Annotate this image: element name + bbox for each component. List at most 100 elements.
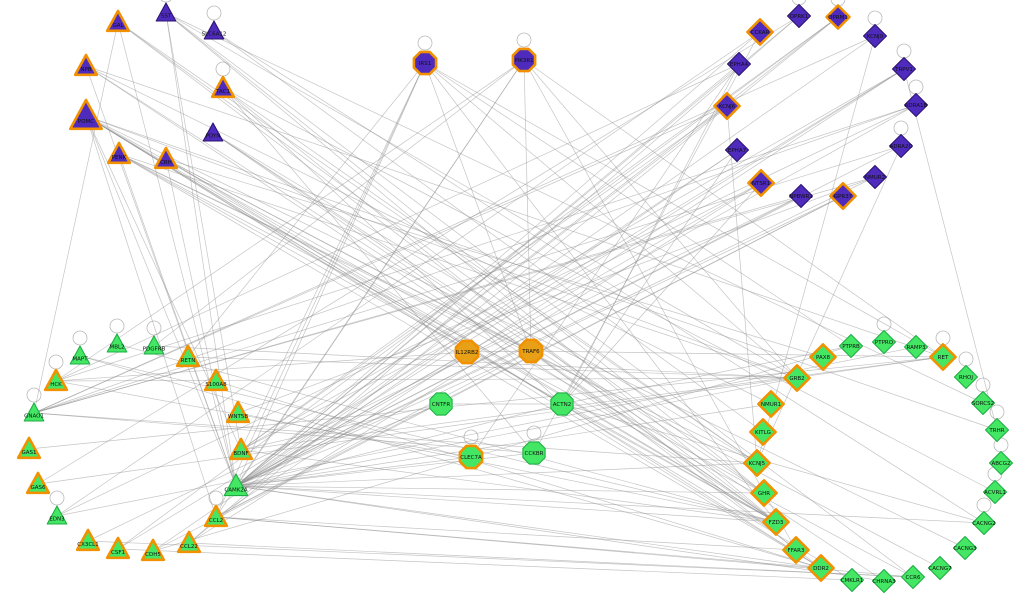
- edge-CSF1-CMKLR1[interactable]: [117, 548, 853, 581]
- self-loop-RET[interactable]: [935, 330, 951, 346]
- edge-TRAF6-FZD3[interactable]: [530, 350, 777, 523]
- edge-CCL2-CCR6[interactable]: [215, 516, 914, 578]
- edge-PDYN-GHR[interactable]: [212, 132, 765, 494]
- node-FFAR3[interactable]: [782, 536, 810, 564]
- node-TRPV1[interactable]: [891, 56, 917, 82]
- node-CAMK2A[interactable]: [223, 473, 249, 497]
- edge-RETN-GRB2[interactable]: [187, 356, 798, 379]
- edge-PIK3R1-FFAR3[interactable]: [523, 59, 797, 551]
- edge-ADRA1B-CAMK2A[interactable]: [235, 104, 917, 487]
- node-GRB2[interactable]: [783, 364, 811, 392]
- node-IL12RB2[interactable]: [454, 339, 480, 365]
- edge-NTSR1-CCL22[interactable]: [188, 182, 762, 544]
- edge-MAPT-DDR2[interactable]: [79, 355, 822, 569]
- node-S100A8[interactable]: [203, 368, 229, 392]
- edge-CRH-CACNG7[interactable]: [165, 158, 941, 569]
- edge-EPHA4-HCK[interactable]: [55, 63, 740, 382]
- node-NPB[interactable]: [73, 53, 99, 77]
- edge-IL12RB2-CAMK2A[interactable]: [235, 351, 468, 487]
- node-HCK[interactable]: [43, 368, 69, 392]
- node-PAX8[interactable]: [809, 343, 837, 371]
- edge-SST-CAMK2A[interactable]: [165, 12, 237, 487]
- node-ADRA1B[interactable]: [903, 92, 929, 118]
- edge-KCNJ6-GNAO1[interactable]: [33, 105, 728, 414]
- edge-PENK-CCR6[interactable]: [118, 153, 914, 578]
- self-loop-PIK3R1[interactable]: [516, 32, 532, 48]
- edge-KCNJ6-CAMK2A[interactable]: [235, 105, 728, 487]
- edge-TRPV1-TRHR[interactable]: [903, 68, 998, 431]
- edge-NPBWR1-GNAO1[interactable]: [33, 195, 802, 414]
- edge-EDN3-RAMP3[interactable]: [56, 346, 917, 517]
- node-CSF1[interactable]: [105, 536, 131, 560]
- edge-GNAO1-KCNJ5[interactable]: [33, 412, 758, 464]
- self-loop-CLEC7A[interactable]: [463, 429, 479, 445]
- edge-POMC-DDR2[interactable]: [85, 115, 822, 569]
- self-loop-SORCS2[interactable]: [975, 377, 991, 393]
- edge-IRS1-FZD3[interactable]: [424, 62, 777, 523]
- node-PDGFRB[interactable]: [143, 335, 165, 355]
- edge-OPRK1-CCL22[interactable]: [188, 15, 800, 544]
- node-GHR[interactable]: [750, 479, 778, 507]
- edge-POMC-CCL2[interactable]: [85, 115, 217, 518]
- edge-EPHA4-CAMK2A[interactable]: [235, 63, 740, 487]
- node-WNT5B[interactable]: [225, 400, 251, 424]
- edge-OPRM1-CAMK2A[interactable]: [235, 16, 839, 487]
- self-loop-EDN3[interactable]: [49, 490, 65, 506]
- node-CCL2[interactable]: [203, 504, 229, 528]
- edge-ACTN2-CACNG2[interactable]: [561, 403, 985, 524]
- self-loop-SLC6A12[interactable]: [206, 5, 222, 21]
- node-KITLG[interactable]: [749, 418, 777, 446]
- edge-PDYN-FZD3[interactable]: [212, 132, 777, 523]
- edge-IRS1-TRAF6[interactable]: [424, 62, 532, 352]
- edge-CCKBR-GNAO1[interactable]: [33, 412, 535, 454]
- edge-NPBWR1-CAMK2A[interactable]: [235, 195, 802, 487]
- edge-CLEC7A-HCK[interactable]: [55, 380, 472, 458]
- node-EPHA7[interactable]: [724, 137, 750, 163]
- node-BDNF[interactable]: [228, 437, 254, 461]
- edge-CAMK2A-DDR2[interactable]: [235, 485, 822, 569]
- edge-PIK3R1-GRB2[interactable]: [523, 59, 798, 379]
- node-SLC6A12[interactable]: [203, 20, 225, 40]
- node-GAL[interactable]: [105, 9, 131, 33]
- edge-POMC-TRHR[interactable]: [85, 115, 998, 431]
- self-loop-MBL2[interactable]: [109, 318, 125, 334]
- edge-CCL22-CCR6[interactable]: [188, 542, 914, 578]
- node-ABCG2[interactable]: [988, 450, 1014, 476]
- node-TRAF6[interactable]: [518, 338, 544, 364]
- edge-NPBWR1-CX3CL1[interactable]: [87, 195, 802, 542]
- node-PDYN[interactable]: [202, 122, 224, 142]
- self-loop-HCK[interactable]: [48, 354, 64, 370]
- node-FZD3[interactable]: [762, 508, 790, 536]
- node-GPR37[interactable]: [829, 182, 857, 210]
- node-CNTFR[interactable]: [429, 392, 453, 416]
- node-RHOJ[interactable]: [953, 364, 979, 390]
- edge-CDH5-PTPRB[interactable]: [152, 345, 852, 552]
- edge-EPHA7-CAMK2A[interactable]: [235, 149, 738, 487]
- edge-POMC-GRB2[interactable]: [85, 115, 798, 379]
- edge-SST-BDNF[interactable]: [165, 12, 242, 451]
- edge-POMC-CAMK2A[interactable]: [85, 115, 237, 487]
- node-CACNG3[interactable]: [952, 535, 978, 561]
- edge-CLEC7A-CAMK2A[interactable]: [235, 456, 472, 487]
- node-CHRNA3[interactable]: [871, 568, 897, 594]
- node-ACTN2[interactable]: [550, 392, 574, 416]
- edge-TAC1-ACVRL1[interactable]: [222, 87, 996, 493]
- edge-ACTN2-CAMK2A[interactable]: [235, 403, 563, 487]
- self-loop-KCNJ9[interactable]: [867, 10, 883, 26]
- self-loop-PTPRO[interactable]: [876, 316, 892, 332]
- edge-PIK3R1-HCK[interactable]: [55, 59, 525, 382]
- node-SORCS2[interactable]: [970, 390, 996, 416]
- self-loop-GNAO1[interactable]: [26, 387, 42, 403]
- edge-GAL-GNAO1[interactable]: [33, 21, 119, 414]
- edge-SLC6A12-CACNG2[interactable]: [213, 30, 985, 524]
- self-loop-SST[interactable]: [159, 0, 173, 3]
- edge-EPHA4-CLEC7A[interactable]: [470, 63, 740, 458]
- edge-PDGFRB-GRB2[interactable]: [153, 345, 798, 379]
- edge-PENK-TRAF6[interactable]: [118, 153, 532, 352]
- edge-WNT5B-FZD3[interactable]: [237, 412, 777, 523]
- node-CRH[interactable]: [153, 146, 179, 170]
- edge-POMC-FZD3[interactable]: [85, 115, 777, 523]
- edge-CRH-CAMK2A[interactable]: [165, 158, 237, 487]
- edge-IRS1-RET[interactable]: [424, 62, 944, 358]
- edge-ACTN2-FZD3[interactable]: [561, 403, 777, 523]
